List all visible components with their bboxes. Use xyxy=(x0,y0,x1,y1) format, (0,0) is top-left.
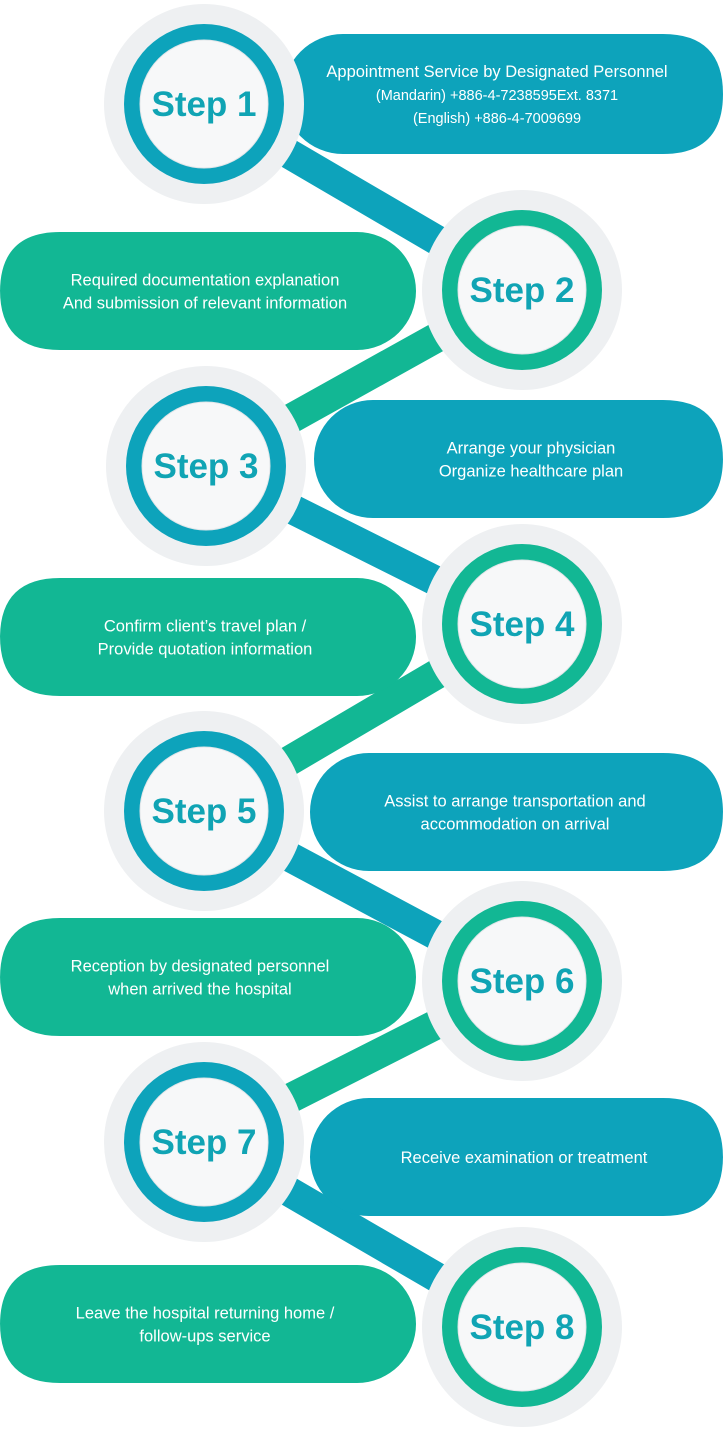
step-6-circle xyxy=(457,916,587,1046)
step-3-label: Step 3 xyxy=(153,447,258,486)
step-6-description-line-1: Reception by designated personnel xyxy=(71,958,330,976)
step-8-description-line-2: follow-ups service xyxy=(139,1328,270,1346)
step-6-description-line-2: when arrived the hospital xyxy=(107,981,291,999)
description-box-layer xyxy=(0,34,723,1383)
step-5-description-box xyxy=(310,753,723,871)
step-8-label: Step 8 xyxy=(469,1308,574,1347)
step-2-circle xyxy=(457,225,587,355)
step-8-circle xyxy=(457,1262,587,1392)
step-4-description-line-2: Provide quotation information xyxy=(98,641,313,659)
step-1-description-line-1: Appointment Service by Designated Person… xyxy=(326,63,667,81)
step-4-description-box xyxy=(0,578,416,696)
step-1-circle xyxy=(139,39,269,169)
step-6-label: Step 6 xyxy=(469,962,574,1001)
step-4-circle xyxy=(457,559,587,689)
step-5-description-line-1: Assist to arrange transportation and xyxy=(384,793,645,811)
step-8-description-box xyxy=(0,1265,416,1383)
step-3-description-box xyxy=(314,400,723,518)
step-8-description-line-1: Leave the hospital returning home / xyxy=(76,1305,335,1323)
description-text-layer: Appointment Service by Designated Person… xyxy=(63,63,668,1346)
step-7-circle xyxy=(139,1077,269,1207)
step-label-layer: Step 1 Step 2 Step 3 Step 4 Step 5 Step 6 Step… xyxy=(151,85,575,1347)
step-2-label: Step 2 xyxy=(469,271,574,310)
step-7-description-box xyxy=(310,1098,723,1216)
ring-layer xyxy=(124,24,602,1407)
step-3-description-line-1: Arrange your physician xyxy=(447,440,616,458)
step-4-label: Step 4 xyxy=(469,605,575,644)
step-3-description-line-2: Organize healthcare plan xyxy=(439,463,623,481)
step-2-description-box xyxy=(0,232,416,350)
step-1-label: Step 1 xyxy=(151,85,256,124)
step-1-description-line-2: (Mandarin) +886-4-7238595Ext. 8371 xyxy=(376,88,618,104)
step-2-description-line-2: And submission of relevant information xyxy=(63,295,347,313)
step-5-circle xyxy=(139,746,269,876)
step-5-label: Step 5 xyxy=(151,792,256,831)
step-3-circle xyxy=(141,401,271,531)
step-4-description-line-1: Confirm client’s travel plan / xyxy=(104,618,307,636)
step-1-description-box xyxy=(283,34,723,154)
step-2-description-line-1: Required documentation explanation xyxy=(71,272,340,290)
step-1-description-line-3: (English) +886-4-7009699 xyxy=(413,111,581,127)
step-7-description-line-1: Receive examination or treatment xyxy=(401,1149,648,1167)
step-7-label: Step 7 xyxy=(151,1123,256,1162)
step-6-description-box xyxy=(0,918,416,1036)
step-5-description-line-2: accommodation on arrival xyxy=(421,816,610,834)
